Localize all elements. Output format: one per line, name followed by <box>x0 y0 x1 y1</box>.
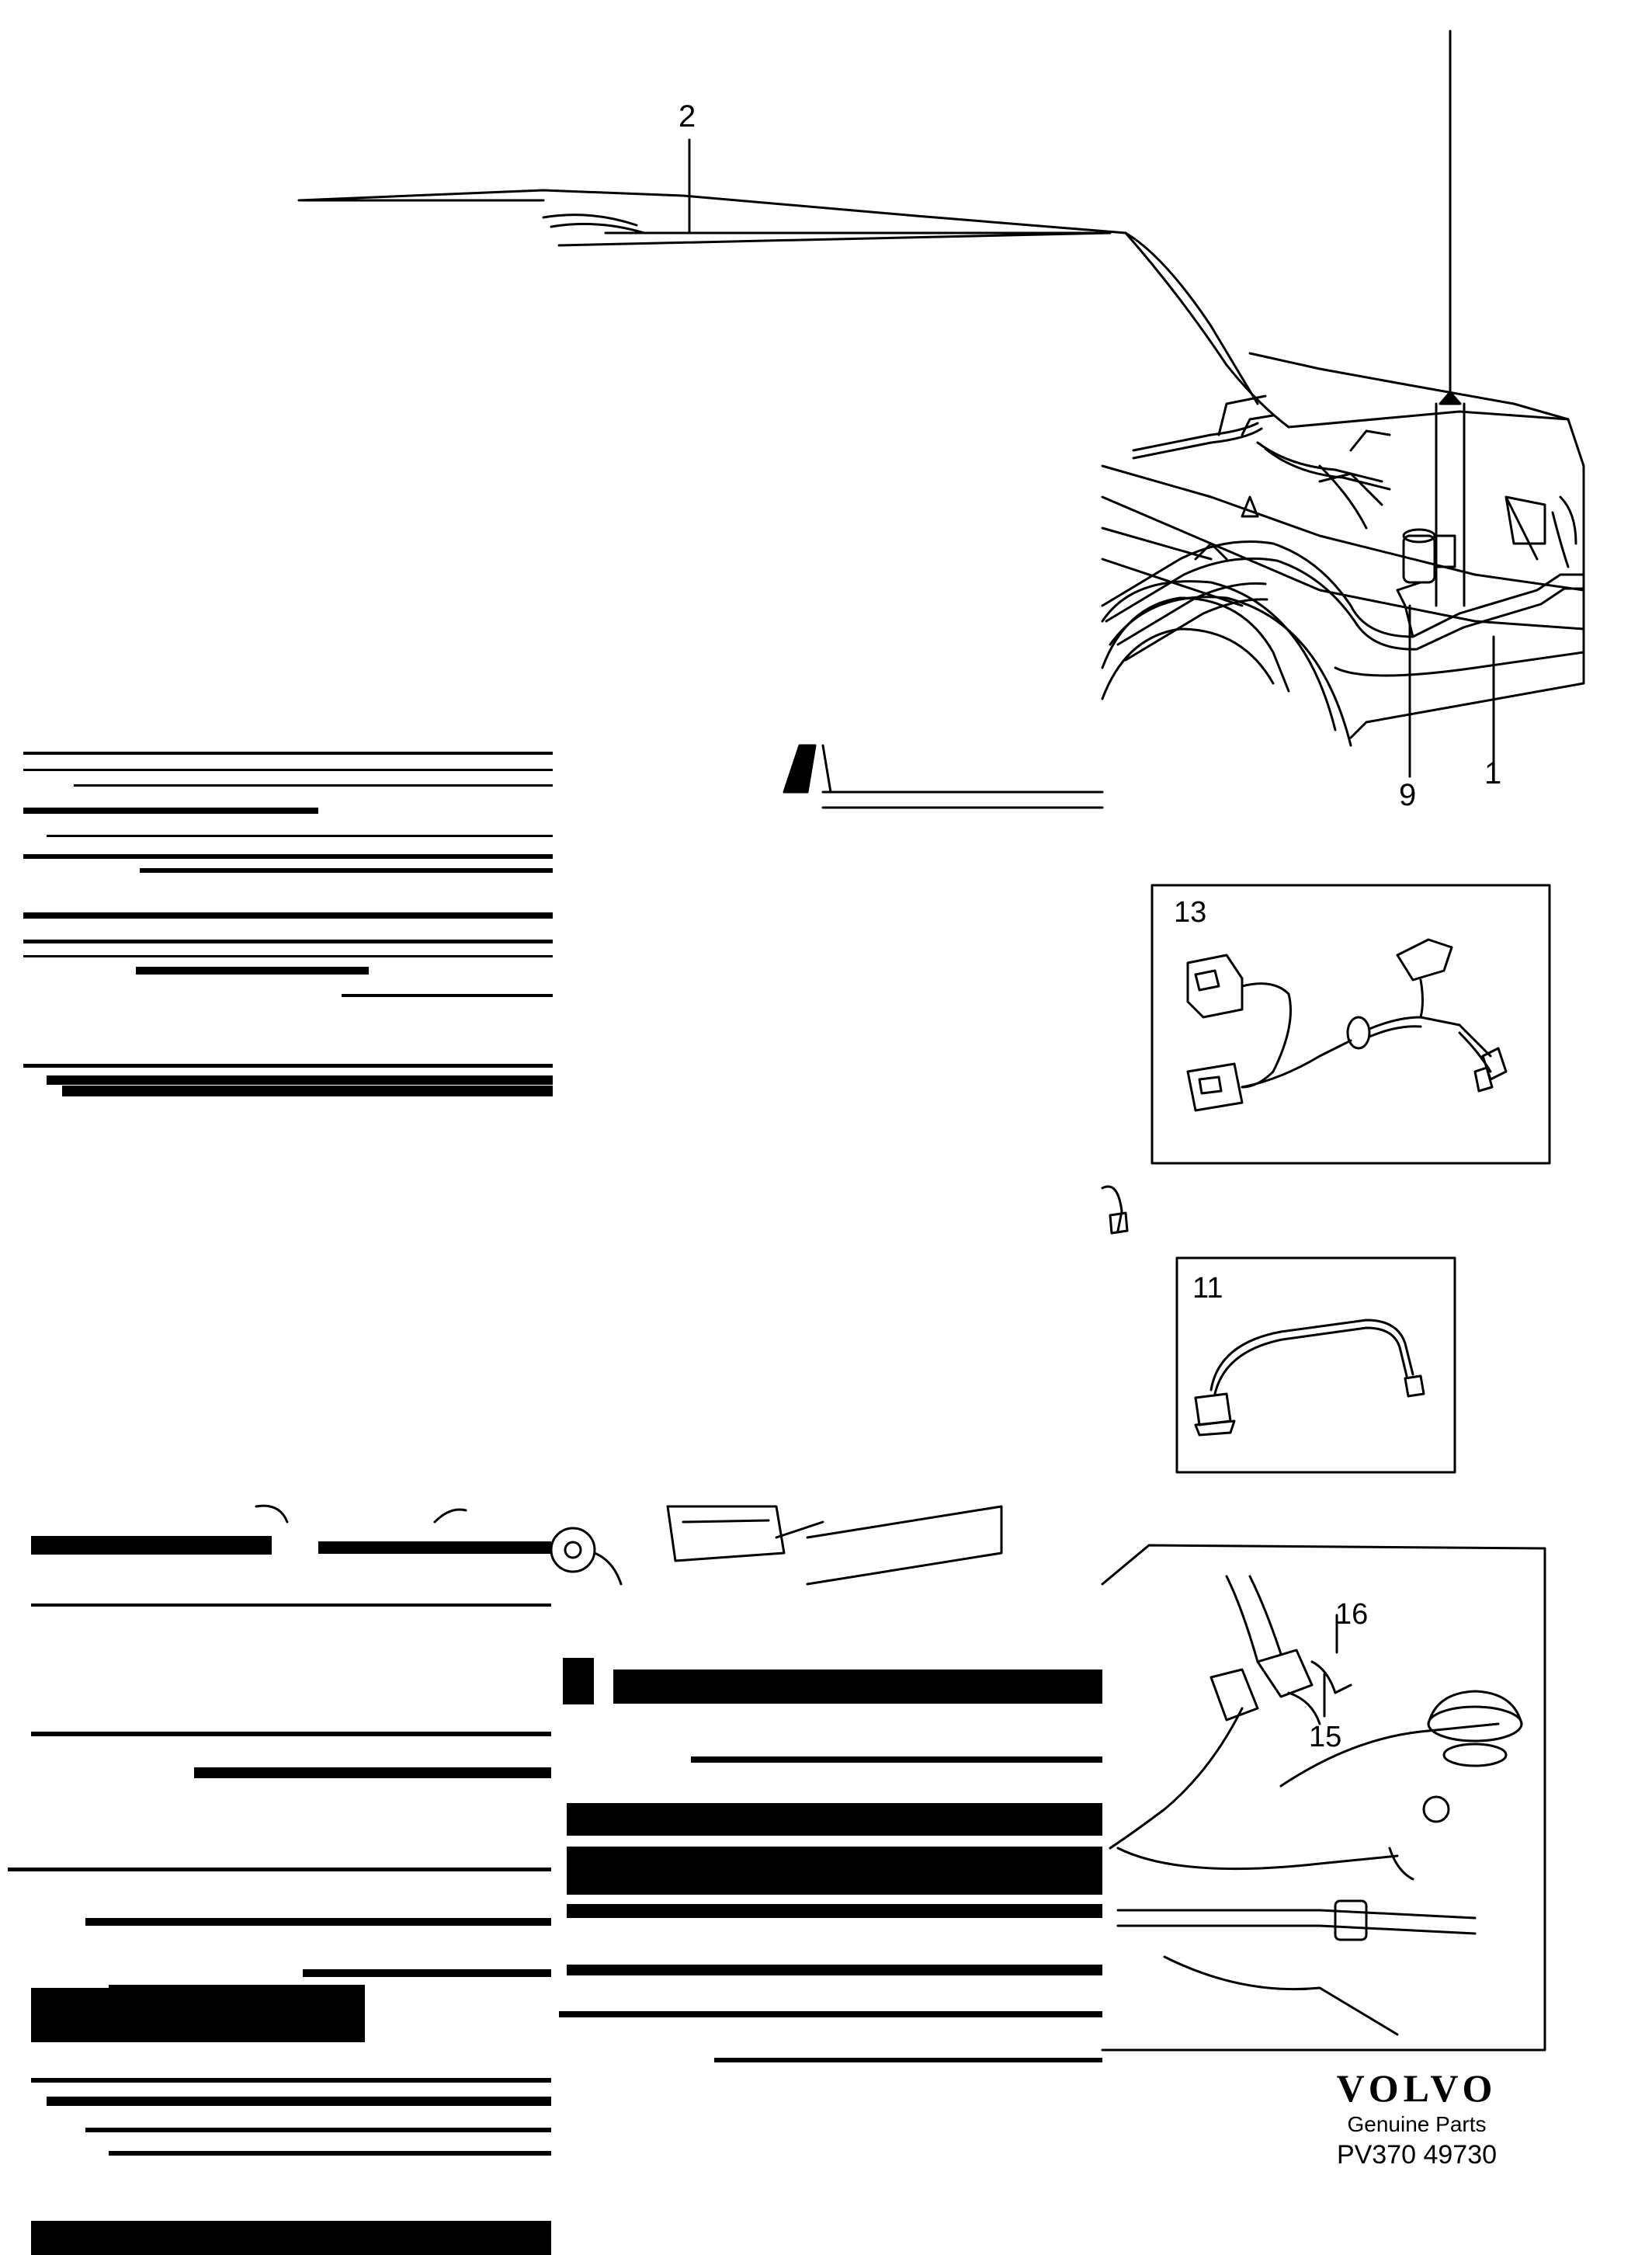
brand-tagline: Genuine Parts <box>1347 2112 1487 2136</box>
sill-strip <box>783 744 1104 809</box>
scan-artifacts <box>8 752 1102 2255</box>
callout-1: 1 <box>1484 756 1502 790</box>
brand-block: VOLVO Genuine Parts PV370 49730 <box>1312 2066 1522 2170</box>
brand-logo: VOLVO <box>1336 2066 1498 2110</box>
inset-11 <box>1175 1256 1456 1474</box>
inset-13 <box>1150 884 1551 1165</box>
callout-leaders <box>688 138 1495 778</box>
roof-edge <box>301 199 1112 247</box>
antenna <box>1402 30 1466 607</box>
callout-11: 11 <box>1192 1272 1223 1305</box>
inset-15-16 <box>1101 1544 1546 2052</box>
car-body-outline <box>297 189 1585 747</box>
callout-13: 13 <box>1174 896 1207 929</box>
wheel-arch <box>1101 596 1290 700</box>
callout-9: 9 <box>1399 778 1417 812</box>
callout-2: 2 <box>678 99 696 134</box>
callout-15: 15 <box>1309 1721 1342 1753</box>
diagram-code: PV370 49730 <box>1336 2140 1498 2170</box>
callout-16: 16 <box>1335 1598 1369 1631</box>
connector-fragment <box>1101 1185 1129 1235</box>
